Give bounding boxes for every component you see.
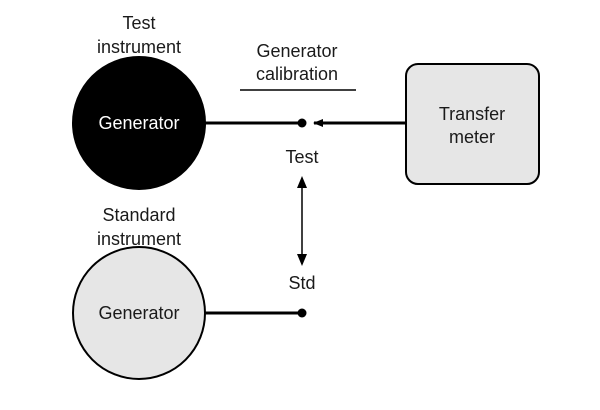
transfer-meter-label-line2: meter bbox=[449, 127, 495, 147]
standard-instrument-heading-line1: Standard bbox=[102, 205, 175, 225]
transfer-meter-box bbox=[405, 63, 540, 185]
std-position-label: Std bbox=[288, 273, 315, 293]
std-terminal-dot bbox=[297, 308, 307, 318]
standard-generator-label: Generator bbox=[98, 303, 179, 323]
standard-instrument-heading-line2: instrument bbox=[97, 229, 181, 249]
test-generator-label: Generator bbox=[98, 113, 179, 133]
calibration-heading-line2: calibration bbox=[256, 64, 338, 84]
calibration-heading-line1: Generator bbox=[256, 41, 337, 61]
transfer-meter-label-line1: Transfer bbox=[439, 104, 505, 124]
switch-arrow-up bbox=[297, 176, 307, 188]
test-position-label: Test bbox=[285, 147, 318, 167]
test-instrument-heading-line1: Test bbox=[122, 13, 155, 33]
test-terminal-dot bbox=[297, 118, 307, 128]
switch-arrow-down bbox=[297, 254, 307, 266]
test-instrument-heading-line2: instrument bbox=[97, 37, 181, 57]
